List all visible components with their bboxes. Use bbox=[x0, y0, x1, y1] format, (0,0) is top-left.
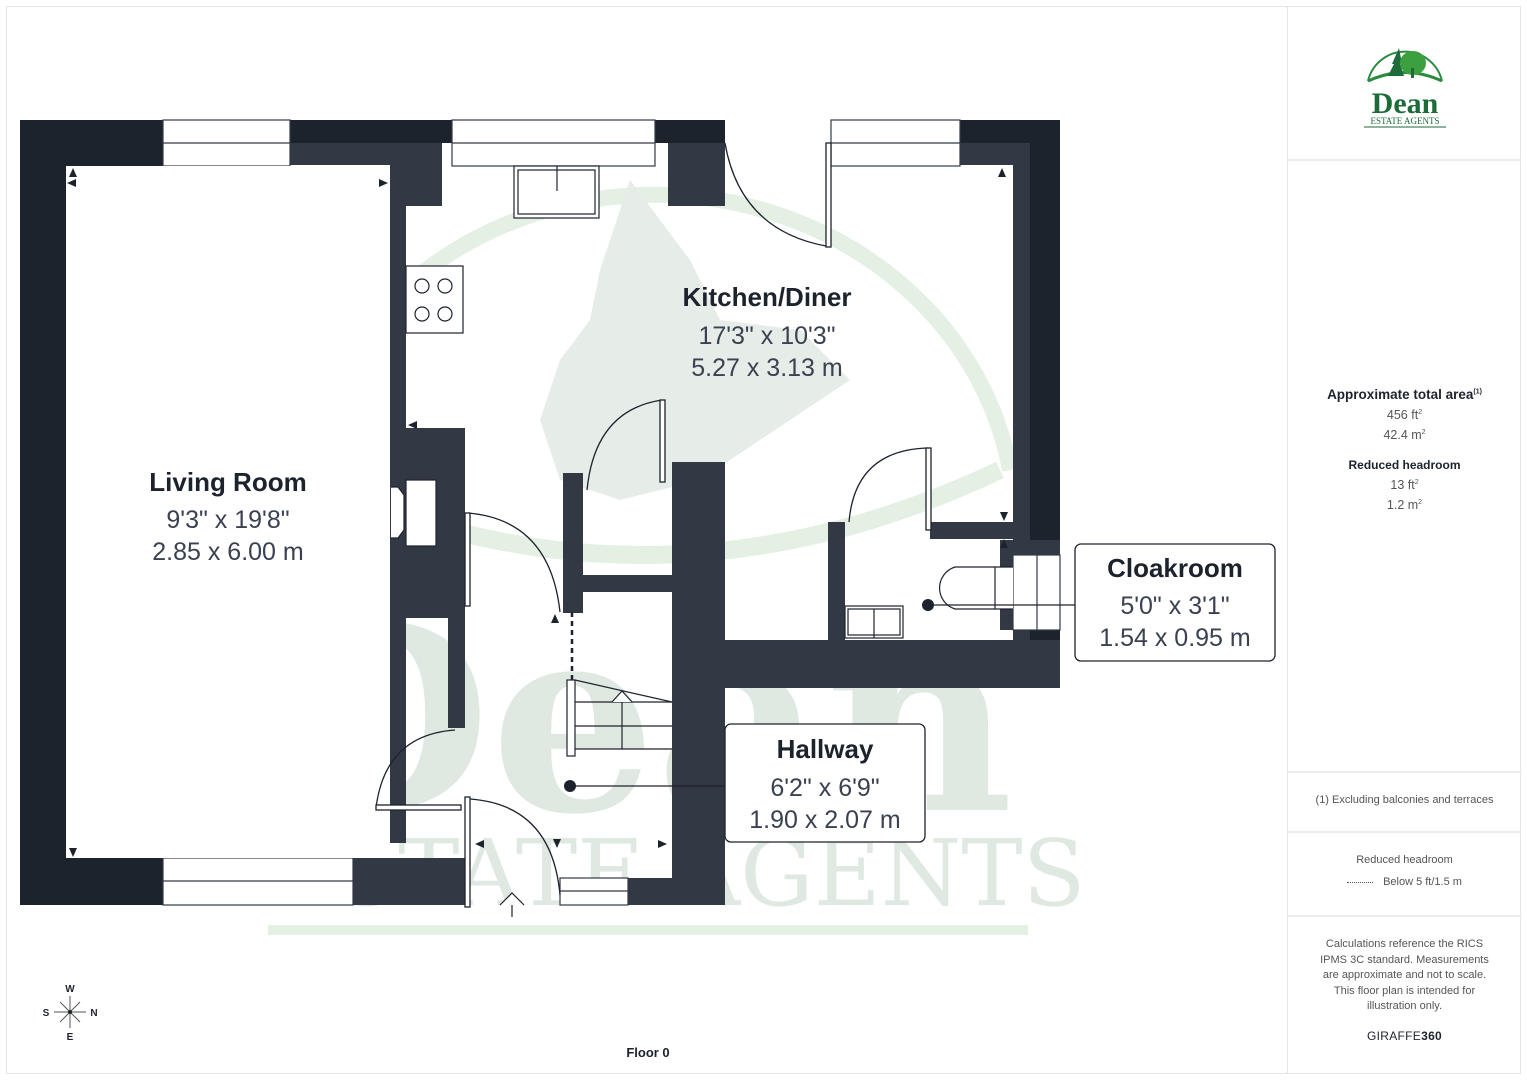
room-label-living-room: Living Room 9'3" x 19'8" 2.85 x 6.00 m bbox=[149, 467, 306, 566]
fixtures bbox=[391, 165, 1013, 917]
svg-text:2.85 x 6.00 m: 2.85 x 6.00 m bbox=[152, 538, 303, 566]
logo-subtitle: ESTATE AGENTS bbox=[1370, 116, 1439, 126]
svg-text:17'3" x 10'3": 17'3" x 10'3" bbox=[698, 322, 835, 350]
compass: W S N E bbox=[36, 978, 108, 1050]
floor-label: Floor 0 bbox=[626, 1045, 670, 1060]
svg-text:5.27 x 3.13 m: 5.27 x 3.13 m bbox=[691, 354, 842, 382]
svg-text:9'3" x 19'8": 9'3" x 19'8" bbox=[166, 506, 289, 534]
toilet-icon bbox=[939, 566, 1013, 610]
svg-text:Living Room: Living Room bbox=[149, 467, 306, 497]
disclaimer-section: Calculations reference the RICS IPMS 3C … bbox=[1288, 917, 1521, 1074]
disclaimer-text: Calculations reference the RICS IPMS 3C … bbox=[1320, 938, 1489, 1012]
svg-text:5'0" x 3'1": 5'0" x 3'1" bbox=[1120, 592, 1229, 620]
floor-plan: Dean ESTATE AGENTS bbox=[20, 119, 1276, 935]
dean-logo: Dean ESTATE AGENTS bbox=[1364, 48, 1446, 128]
logo-dean-text: Dean bbox=[1372, 87, 1439, 120]
giraffe360-credit: GIRAFFE360 bbox=[1366, 1028, 1443, 1043]
info-sidebar: Dean ESTATE AGENTS Approximate total are… bbox=[1287, 6, 1521, 1074]
logo-arc-icon bbox=[1367, 50, 1443, 82]
walls bbox=[20, 120, 1060, 905]
svg-text:Hallway: Hallway bbox=[777, 734, 874, 764]
total-area-sqft: 456 ft2 bbox=[1386, 408, 1423, 422]
room-label-cloakroom: Cloakroom 5'0" x 3'1" 1.54 x 0.95 m bbox=[1074, 543, 1276, 662]
doors bbox=[375, 142, 932, 908]
windows bbox=[162, 119, 1061, 906]
stairs bbox=[566, 679, 576, 757]
compass-e: E bbox=[67, 1032, 74, 1043]
compass-n: N bbox=[90, 1008, 97, 1019]
compass-rose-icon: W S N E bbox=[43, 984, 98, 1043]
total-area-title: Approximate total area(1) bbox=[1327, 387, 1482, 402]
fireplace-icon bbox=[405, 479, 437, 547]
pine-tree-icon bbox=[1388, 48, 1404, 76]
svg-text:6'2" x 6'9": 6'2" x 6'9" bbox=[770, 774, 879, 802]
legend-title: Reduced headroom bbox=[1356, 854, 1453, 866]
area-section: Approximate total area(1) 456 ft2 42.4 m… bbox=[1288, 161, 1521, 773]
footnote-section: (1) Excluding balconies and terraces bbox=[1288, 773, 1521, 833]
compass-w: W bbox=[65, 984, 75, 995]
room-label-hallway: Hallway 6'2" x 6'9" 1.90 x 2.07 m bbox=[724, 723, 926, 843]
footnote-text: (1) Excluding balconies and terraces bbox=[1315, 794, 1494, 806]
room-label-kitchen-diner: Kitchen/Diner 17'3" x 10'3" 5.27 x 3.13 … bbox=[682, 282, 851, 382]
legend-item: Below 5 ft/1.5 m bbox=[1288, 876, 1521, 888]
svg-text:Cloakroom: Cloakroom bbox=[1107, 553, 1243, 583]
total-area-sqm: 42.4 m2 bbox=[1383, 428, 1426, 442]
svg-text:Kitchen/Diner: Kitchen/Diner bbox=[682, 282, 851, 312]
inner-walls bbox=[290, 143, 1060, 905]
legend-section: Reduced headroom Below 5 ft/1.5 m bbox=[1288, 833, 1521, 917]
page-frame bbox=[6, 6, 1521, 1074]
room-floors bbox=[66, 166, 390, 858]
hob-icon bbox=[405, 265, 464, 334]
reduced-headroom-sqm: 1.2 m2 bbox=[1386, 498, 1423, 512]
oak-tree-icon bbox=[1400, 51, 1426, 75]
compass-s: S bbox=[43, 1008, 50, 1019]
logo-section: Dean ESTATE AGENTS bbox=[1288, 6, 1521, 161]
dotted-line-icon bbox=[1347, 881, 1374, 883]
reduced-headroom-sqft: 13 ft2 bbox=[1390, 478, 1419, 492]
reduced-headroom-title: Reduced headroom bbox=[1348, 458, 1461, 472]
dimension-markers bbox=[67, 168, 1008, 857]
svg-text:1.90 x 2.07 m: 1.90 x 2.07 m bbox=[749, 806, 900, 834]
svg-text:1.54 x 0.95 m: 1.54 x 0.95 m bbox=[1099, 624, 1250, 652]
label-leaders bbox=[564, 599, 1075, 792]
